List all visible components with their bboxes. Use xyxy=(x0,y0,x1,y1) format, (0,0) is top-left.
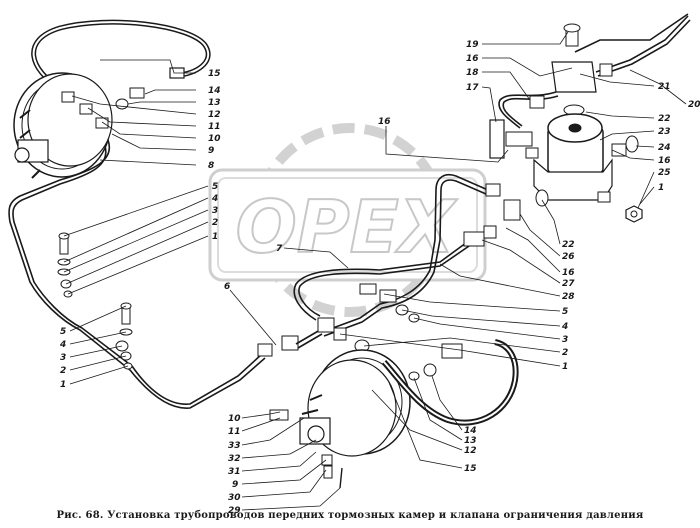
left-fittings-lower xyxy=(115,302,133,370)
callout-9-lower: 9 xyxy=(232,480,238,490)
callout-32: 32 xyxy=(228,454,241,464)
callout-29: 29 xyxy=(228,506,241,516)
callout-3-left-upper: 3 xyxy=(212,206,218,216)
callout-23: 23 xyxy=(658,127,671,137)
callout-13-upper: 13 xyxy=(208,98,221,108)
callout-2-left-lower: 2 xyxy=(60,366,66,376)
callout-13-lower: 13 xyxy=(464,436,477,446)
leader-lines xyxy=(63,31,687,511)
callout-5-right: 5 xyxy=(562,307,568,317)
callout-1-valve: 1 xyxy=(658,183,664,193)
callout-30: 30 xyxy=(228,493,241,503)
callout-2-left-upper: 2 xyxy=(212,218,218,228)
middle-pipeline xyxy=(293,174,501,353)
callout-15-lower: 15 xyxy=(464,464,477,474)
callout-24: 24 xyxy=(658,143,671,153)
callout-4-left-lower: 4 xyxy=(59,340,66,350)
callout-22-lower: 22 xyxy=(562,240,575,250)
callout-4-left-upper: 4 xyxy=(211,194,218,204)
callout-9-upper: 9 xyxy=(208,146,214,156)
callout-11-lower: 11 xyxy=(228,427,241,437)
callout-1-left-lower: 1 xyxy=(60,380,66,390)
callout-12-upper: 12 xyxy=(208,110,221,120)
callout-17: 17 xyxy=(466,83,479,93)
callout-21: 21 xyxy=(658,82,671,92)
watermark-logo: OPEX xyxy=(208,123,487,317)
callout-labels: 15 14 13 12 11 10 9 8 5 4 3 2 1 5 4 3 2 … xyxy=(59,40,700,516)
callout-1-right: 1 xyxy=(562,362,568,372)
callout-16-lower: 16 xyxy=(562,268,575,278)
callout-1-left-upper: 1 xyxy=(212,232,218,242)
callout-10-lower: 10 xyxy=(228,414,241,424)
watermark-text: OPEX xyxy=(236,185,458,269)
callout-2-right: 2 xyxy=(562,348,568,358)
callout-7: 7 xyxy=(276,244,283,254)
callout-6: 6 xyxy=(224,282,230,292)
callout-3-left-lower: 3 xyxy=(60,353,66,363)
upper-left-brake-chamber xyxy=(13,19,211,179)
callout-14-lower: 14 xyxy=(464,426,477,436)
callout-16-valve-right: 16 xyxy=(658,156,671,166)
lower-brake-chamber xyxy=(269,349,411,489)
callout-4-right: 4 xyxy=(561,322,568,332)
callout-25: 25 xyxy=(658,168,671,178)
callout-10-upper: 10 xyxy=(208,134,221,144)
callout-3-right: 3 xyxy=(562,335,568,345)
callout-33: 33 xyxy=(228,441,241,451)
figure-caption: Рис. 68. Установка трубопроводов передни… xyxy=(56,510,644,521)
pressure-limiting-valve xyxy=(489,13,691,223)
callout-20: 20 xyxy=(688,100,700,110)
callout-22-upper: 22 xyxy=(658,114,671,124)
callout-14-upper: 14 xyxy=(208,86,221,96)
callout-5-left-lower: 5 xyxy=(60,327,66,337)
callout-26: 26 xyxy=(562,252,575,262)
callout-15-upper: 15 xyxy=(208,69,221,79)
left-pipeline xyxy=(8,139,323,409)
callout-16-valve-top: 16 xyxy=(466,54,479,64)
callout-16-middle: 16 xyxy=(378,117,391,127)
callout-12-lower: 12 xyxy=(464,446,477,456)
callout-11-upper: 11 xyxy=(208,122,221,132)
callout-19: 19 xyxy=(466,40,479,50)
callout-27: 27 xyxy=(562,279,575,289)
callout-8: 8 xyxy=(208,161,214,171)
callout-28: 28 xyxy=(562,292,575,302)
callout-18: 18 xyxy=(466,68,479,78)
left-fittings-upper xyxy=(57,232,73,298)
callout-31: 31 xyxy=(228,467,241,477)
callout-5-left-upper: 5 xyxy=(212,182,218,192)
